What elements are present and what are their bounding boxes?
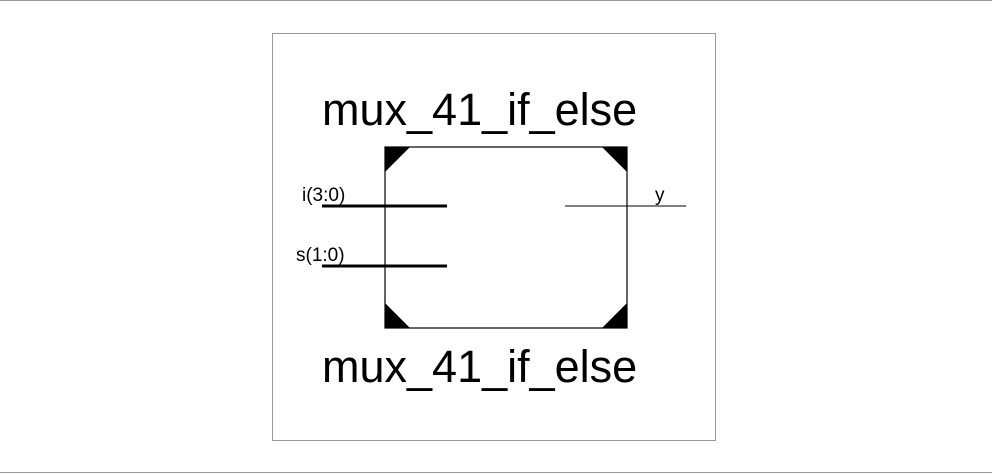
pin-label-i: i(3:0)	[302, 185, 346, 206]
schematic-frame	[272, 33, 716, 441]
instance-name-label: mux_41_if_else	[322, 84, 638, 135]
bottom-rule	[0, 472, 992, 473]
corner-marker-top-right	[602, 147, 627, 172]
corner-marker-top-left	[385, 147, 410, 172]
module-name-label: mux_41_if_else	[322, 341, 638, 392]
component-body[interactable]	[384, 146, 628, 329]
pin-label-y: y	[655, 185, 665, 206]
corner-marker-bottom-right	[602, 303, 627, 328]
top-rule	[0, 0, 992, 1]
pin-label-s: s(1:0)	[296, 245, 345, 266]
corner-marker-bottom-left	[385, 303, 410, 328]
